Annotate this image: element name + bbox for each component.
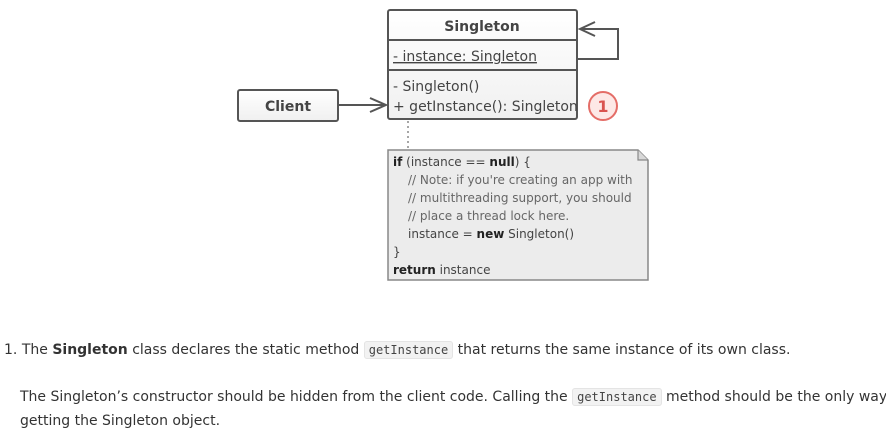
para-2-line-1: The Singleton’s constructor should be hi…: [20, 385, 886, 409]
note-kw-null: null: [489, 155, 514, 169]
client-class-box: Client: [237, 89, 339, 122]
note-kw-return: return: [393, 263, 436, 277]
item-1-bold: Singleton: [52, 342, 128, 358]
item-1-post: that returns the same instance of its ow…: [453, 342, 791, 358]
description-item-1: 1. The Singleton class declares the stat…: [4, 338, 884, 362]
para-2-code: getInstance: [572, 388, 662, 406]
step-badge: 1: [588, 91, 618, 121]
note-line-if: if (instance == null) {: [393, 155, 531, 169]
singleton-method-constructor: - Singleton(): [393, 79, 479, 95]
note-line-close: }: [393, 245, 401, 259]
client-dependency-arrow: [338, 97, 389, 113]
description-paragraph-2: The Singleton’s constructor should be hi…: [20, 385, 886, 433]
code-note: if (instance == null) { // Note: if you'…: [387, 149, 649, 281]
note-kw-if: if: [393, 155, 403, 169]
note-comment-2: // multithreading support, you should: [408, 191, 632, 205]
note-if-open: ) {: [515, 155, 531, 169]
note-comment-3: // place a thread lock here.: [408, 209, 569, 223]
note-line-return: return instance: [393, 263, 490, 277]
item-1-number: 1.: [4, 342, 18, 358]
note-comment-1: // Note: if you're creating an app with: [408, 173, 632, 187]
note-assign-b: Singleton(): [504, 227, 574, 241]
uml-diagram: Singleton - instance: Singleton - Single…: [237, 9, 649, 281]
item-1-code: getInstance: [363, 341, 454, 359]
note-kw-new: new: [477, 227, 505, 241]
client-class-name: Client: [265, 99, 311, 115]
note-if-cond: (instance ==: [402, 155, 489, 169]
singleton-class-name: Singleton: [444, 19, 519, 35]
step-badge-number: 1: [597, 97, 608, 116]
singleton-attribute-instance: - instance: Singleton: [393, 49, 537, 65]
para-2-post: method should be the only way of: [661, 389, 886, 405]
singleton-method-getinstance: + getInstance(): Singleton: [393, 99, 578, 115]
self-association-arrow: [577, 21, 619, 60]
para-2-pre: The Singleton’s constructor should be hi…: [20, 389, 573, 405]
note-return-value: instance: [436, 263, 491, 277]
singleton-class-box: Singleton - instance: Singleton - Single…: [387, 9, 578, 120]
item-1-mid: class declares the static method: [127, 342, 364, 358]
item-1-pre: The: [21, 342, 53, 358]
note-line-assign: instance = new Singleton(): [408, 227, 574, 241]
para-2-line-2: getting the Singleton object.: [20, 413, 221, 429]
note-assign-a: instance =: [408, 227, 477, 241]
